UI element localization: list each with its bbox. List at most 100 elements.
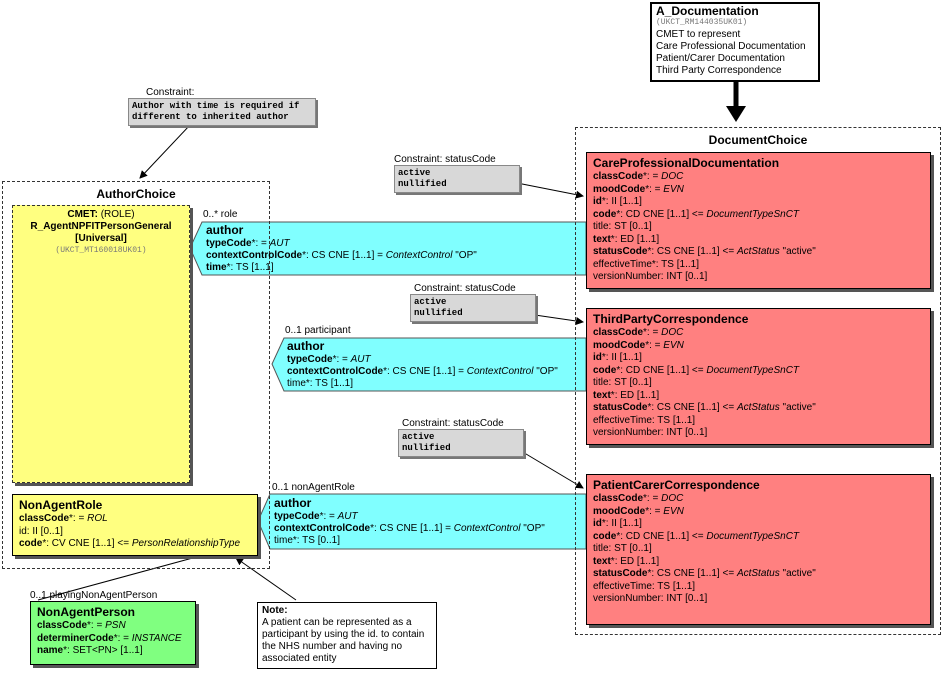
- author-2-typecode: typeCode*: = AUT: [287, 354, 371, 365]
- author-3-contextcontrol: contextControlCode*: CS CNE [1..1] = Con…: [274, 523, 545, 534]
- class-attribute: versionNumber: INT [0..1]: [593, 593, 708, 604]
- author-choice-title: AuthorChoice: [96, 187, 176, 201]
- author-3-time: time*: TS [0..1]: [274, 535, 340, 546]
- a-documentation-id: (UKCT_RM144035UK01): [656, 18, 748, 27]
- author-2-multiplicity: 0..1 participant: [285, 325, 351, 336]
- class-attribute: effectiveTime: TS [1..1]: [593, 414, 696, 426]
- constraint-3-connector: [515, 447, 584, 489]
- class-attribute: id*: II [1..1]: [593, 518, 642, 529]
- author-shape-3: [257, 493, 587, 550]
- class-attribute: title: ST [0..1]: [593, 221, 652, 232]
- class-attribute: id*: II [1..1]: [593, 352, 642, 363]
- cmet-variant: [Universal]: [75, 233, 127, 244]
- author-shape-2: [271, 337, 587, 392]
- author-choice-container: AuthorChoice: [2, 181, 270, 569]
- constraint-author: Constraint: Author with time is required…: [128, 87, 316, 126]
- constraint-status-2-label: Constraint: statusCode: [414, 283, 516, 294]
- note-title: Note:: [262, 605, 288, 616]
- author-shape-1: [189, 221, 587, 276]
- class-patient-carer-correspondence: PatientCarerCorrespondence classCode*: =…: [586, 474, 931, 625]
- class-attribute: name*: SET<PN> [1..1]: [37, 645, 143, 656]
- cmet-prefix: CMET:: [67, 209, 98, 220]
- author-1-title: author: [206, 223, 244, 237]
- class-attribute: id: II [0..1]: [19, 525, 63, 537]
- author-3-multiplicity: 0..1 nonAgentRole: [272, 482, 355, 493]
- constraint-status-3-label: Constraint: statusCode: [402, 418, 504, 429]
- constraint-1-connector: [511, 181, 584, 199]
- author-2-title: author: [287, 339, 325, 353]
- note-box: Note: A patient can be represented as a …: [257, 602, 437, 669]
- class-attribute: classCode*: = ROL: [19, 513, 108, 524]
- class-attribute: versionNumber: INT [0..1]: [593, 271, 708, 282]
- constraint-2-connector: [527, 313, 584, 325]
- class-attribute: title: ST [0..1]: [593, 543, 652, 554]
- class-attribute: id*: II [1..1]: [593, 196, 642, 207]
- constraint-status-3-body: active nullified: [398, 429, 524, 457]
- author-1-box: author typeCode*: = AUT contextControlCo…: [206, 223, 477, 274]
- class-attribute: text*: ED [1..1]: [593, 389, 660, 401]
- class-attribute: statusCode*: CS CNE [1..1] <= ActStatus …: [593, 568, 816, 579]
- non-agent-person-multiplicity: 0..1 playingNonAgentPerson: [30, 590, 158, 601]
- constraint-author-connector: [139, 124, 191, 179]
- document-choice-title: DocumentChoice: [708, 133, 808, 147]
- author-1-typecode: typeCode*: = AUT: [206, 238, 290, 249]
- author-2-box: author typeCode*: = AUT contextControlCo…: [287, 339, 558, 390]
- class-title: CareProfessionalDocumentation: [593, 156, 780, 170]
- class-attribute: classCode*: = PSN: [37, 620, 126, 631]
- class-attribute: statusCode*: CS CNE [1..1] <= ActStatus …: [593, 402, 816, 413]
- class-title: ThirdPartyCorrespondence: [593, 312, 749, 326]
- class-title: NonAgentRole: [19, 498, 103, 512]
- cmet-header: CMET: (ROLE): [13, 209, 189, 221]
- constraint-status-2: Constraint: statusCode active nullified: [410, 283, 536, 322]
- a-documentation-title: A_Documentation: [656, 4, 759, 18]
- a-documentation-line-2: Care Professional Documentation: [656, 41, 806, 52]
- author-1-contextcontrol: contextControlCode*: CS CNE [1..1] = Con…: [206, 250, 477, 261]
- note-connector: [235, 557, 297, 601]
- class-attribute: classCode*: = DOC: [593, 327, 684, 338]
- author-3-box: author typeCode*: = AUT contextControlCo…: [274, 496, 545, 547]
- a-documentation-box: A_Documentation (UKCT_RM144035UK01) CMET…: [650, 2, 820, 82]
- class-attribute: text*: ED [1..1]: [593, 555, 660, 567]
- class-attribute: text*: ED [1..1]: [593, 233, 660, 245]
- author-1-time: time*: TS [1..1]: [206, 262, 274, 273]
- class-attribute: classCode*: = DOC: [593, 171, 684, 182]
- class-attribute: moodCode*: = EVN: [593, 183, 684, 195]
- constraint-author-label: Constraint:: [146, 87, 195, 98]
- a-documentation-arrowhead: [726, 106, 746, 122]
- class-attribute: code*: CV CNE [1..1] <= PersonRelationsh…: [19, 538, 241, 549]
- class-attribute: moodCode*: = EVN: [593, 505, 684, 517]
- class-attribute: versionNumber: INT [0..1]: [593, 427, 708, 438]
- author-3-title: author: [274, 496, 312, 510]
- constraint-author-body: Author with time is required if differen…: [128, 98, 316, 126]
- author-2-time: time*: TS [1..1]: [287, 378, 353, 389]
- class-title: PatientCarerCorrespondence: [593, 478, 760, 492]
- author-3-typecode: typeCode*: = AUT: [274, 511, 358, 522]
- cmet-role: (ROLE): [100, 209, 135, 220]
- a-documentation-line-3: Patient/Carer Documentation: [656, 53, 785, 64]
- class-attribute: classCode*: = DOC: [593, 493, 684, 504]
- cmet-id: (UKCT_MT160018UK01): [55, 246, 147, 255]
- cmet-name: R_AgentNPFITPersonGeneral: [30, 221, 172, 232]
- note-text: A patient can be represented as a partic…: [262, 617, 425, 664]
- role-person-connector: [37, 555, 201, 601]
- class-attribute: code*: CD CNE [1..1] <= DocumentTypeSnCT: [593, 208, 800, 220]
- author-1-multiplicity: 0..* role: [203, 209, 238, 220]
- class-attribute: code*: CD CNE [1..1] <= DocumentTypeSnCT: [593, 530, 800, 542]
- class-attribute: effectiveTime: TS [1..1]: [593, 580, 696, 592]
- document-choice-container: DocumentChoice: [575, 127, 941, 635]
- a-documentation-line-4: Third Party Correspondence: [656, 65, 782, 76]
- class-attribute: determinerCode*: = INSTANCE: [37, 632, 182, 644]
- class-attribute: title: ST [0..1]: [593, 377, 652, 388]
- a-documentation-line-1: CMET to represent: [656, 29, 741, 40]
- constraint-status-2-body: active nullified: [410, 294, 536, 322]
- class-attribute: statusCode*: CS CNE [1..1] <= ActStatus …: [593, 246, 816, 257]
- class-attribute: effectiveTime*: TS [1..1]: [593, 258, 699, 270]
- class-attribute: code*: CD CNE [1..1] <= DocumentTypeSnCT: [593, 364, 800, 376]
- constraint-status-1-label: Constraint: statusCode: [394, 154, 496, 165]
- cmet-box: CMET: (ROLE) R_AgentNPFITPersonGeneral […: [12, 205, 190, 483]
- constraint-status-3: Constraint: statusCode active nullified: [398, 418, 524, 457]
- class-title: NonAgentPerson: [37, 605, 136, 619]
- constraint-status-1: Constraint: statusCode active nullified: [394, 154, 520, 193]
